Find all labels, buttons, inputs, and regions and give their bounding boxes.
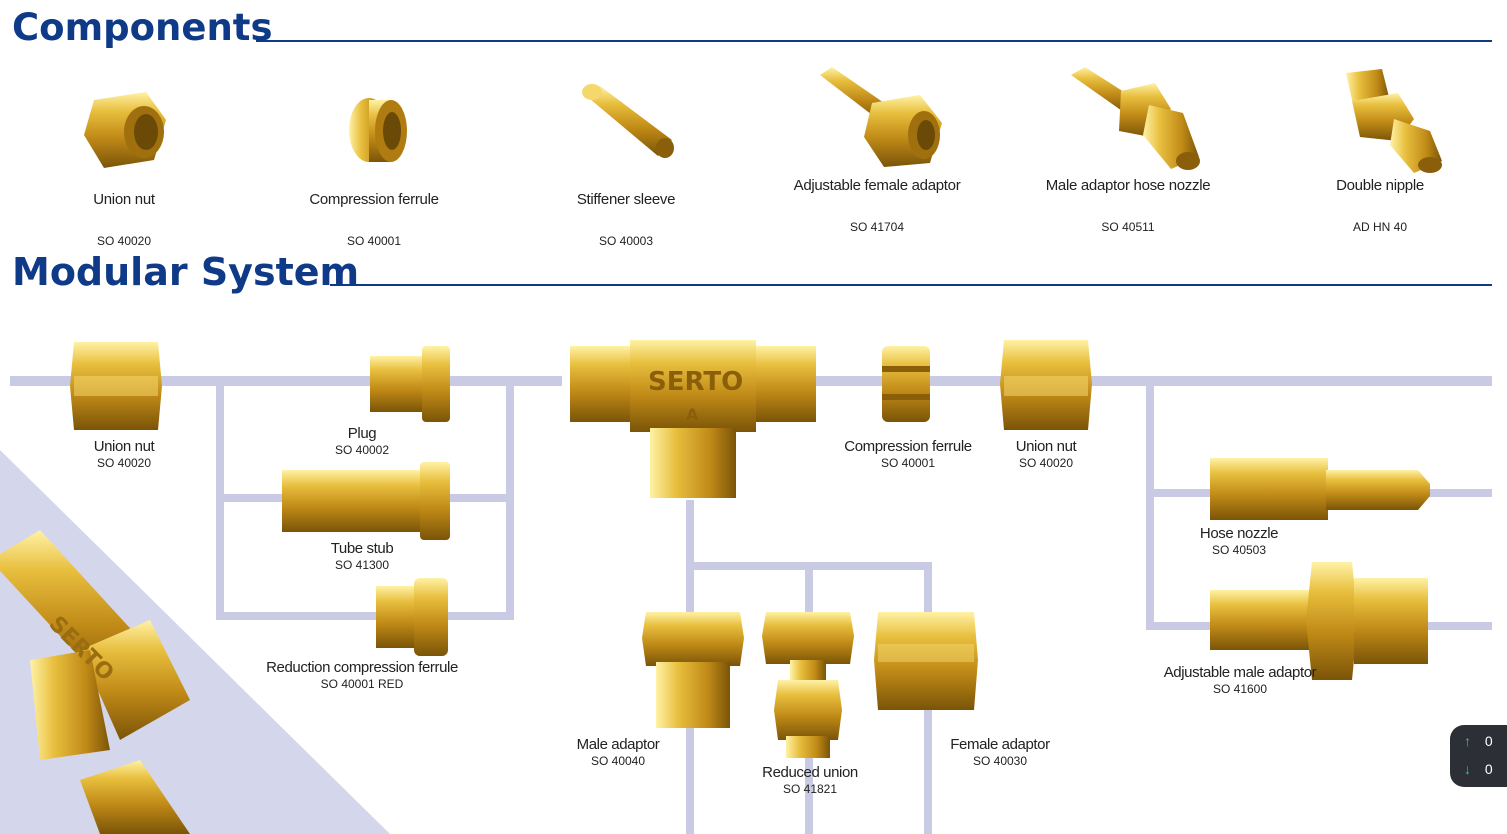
- component-code: SO 40511: [1101, 220, 1155, 234]
- component-code: AD HN 40: [1352, 220, 1408, 234]
- scroll-widget[interactable]: ↑ 0 ↓ 0: [1450, 725, 1507, 787]
- component-compression-ferrule[interactable]: Compression ferrule SO 40001: [274, 80, 474, 248]
- components-rule: [256, 40, 1492, 42]
- modular-system-title: Modular System: [12, 250, 360, 294]
- tee-mark-text: A: [686, 405, 699, 424]
- component-code: SO 40001: [346, 234, 402, 248]
- component-adjustable-female-adaptor[interactable]: Adjustable female adaptor SO 41704: [777, 65, 977, 234]
- component-code: SO 41704: [849, 220, 905, 234]
- label-hose-nozzle: Hose nozzle SO 40503: [1199, 525, 1279, 557]
- label-reduction-ferrule: Reduction compression ferrule SO 40001 R…: [266, 659, 458, 691]
- union-nut-right-icon[interactable]: [996, 336, 1096, 434]
- label-union-nut-right: Union nut SO 40020: [1015, 438, 1077, 470]
- label-union-nut-left: Union nut SO 40020: [93, 438, 155, 470]
- double-nipple-icon: [1346, 69, 1442, 173]
- reduced-union-icon[interactable]: [760, 610, 856, 760]
- component-code: SO 40003: [598, 234, 654, 248]
- ferrule-icon: [349, 98, 407, 162]
- plug-icon[interactable]: [366, 344, 456, 424]
- widget-up-value: 0: [1484, 733, 1493, 749]
- label-compression-ferrule: Compression ferrule SO 40001: [844, 438, 972, 470]
- components-title: Components: [12, 6, 273, 49]
- widget-down-value: 0: [1484, 761, 1493, 777]
- reduction-ferrule-icon[interactable]: [372, 578, 452, 656]
- component-name: Male adaptor hose nozzle: [1045, 177, 1211, 194]
- label-reduced-union: Reduced union SO 41821: [762, 764, 858, 796]
- sleeve-icon: [582, 84, 674, 158]
- widget-up-row: ↑ 0: [1464, 733, 1493, 749]
- union-nut-icon: [84, 92, 166, 168]
- label-plug: Plug SO 40002: [334, 425, 390, 457]
- adjustable-male-adaptor-icon[interactable]: [1208, 558, 1434, 684]
- decorative-tee-background: SERTO: [0, 450, 390, 834]
- component-name: Double nipple: [1336, 177, 1424, 194]
- widget-down-row: ↓ 0: [1464, 761, 1493, 777]
- arrow-down-icon: ↓: [1464, 761, 1471, 777]
- connector-main-right: [816, 376, 1492, 386]
- connector-main-left: [10, 376, 562, 386]
- label-adjustable-male-adaptor: Adjustable male adaptor SO 41600: [1163, 664, 1317, 696]
- component-name: Stiffener sleeve: [576, 191, 676, 208]
- component-name: Union nut: [93, 191, 155, 208]
- label-female-adaptor: Female adaptor SO 40030: [950, 736, 1050, 768]
- arrow-up-icon: ↑: [1464, 733, 1471, 749]
- component-code: SO 40020: [96, 234, 152, 248]
- component-union-nut[interactable]: Union nut SO 40020: [24, 80, 224, 248]
- label-male-adaptor: Male adaptor SO 40040: [576, 736, 660, 768]
- tube-stub-icon[interactable]: [280, 462, 454, 542]
- tee-serto-text: SERTO: [648, 367, 743, 397]
- female-adaptor-icon[interactable]: [872, 608, 980, 714]
- male-adaptor-icon[interactable]: [640, 608, 746, 732]
- component-name: Adjustable female adaptor: [793, 177, 961, 194]
- label-tube-stub: Tube stub SO 41300: [330, 540, 394, 572]
- component-stiffener-sleeve[interactable]: Stiffener sleeve SO 40003: [526, 80, 726, 248]
- compression-ferrule-icon[interactable]: [878, 344, 934, 424]
- connector-right-vertical: [1146, 376, 1154, 630]
- tee-fitting-icon[interactable]: SERTO A: [570, 340, 816, 508]
- component-name: Compression ferrule: [309, 191, 439, 208]
- union-nut-left-icon[interactable]: [66, 336, 166, 436]
- hose-nozzle-icon: [1071, 67, 1200, 170]
- component-male-adaptor-hose-nozzle[interactable]: Male adaptor hose nozzle SO 40511: [1028, 65, 1228, 234]
- component-double-nipple[interactable]: Double nipple AD HN 40: [1280, 65, 1480, 234]
- female-adaptor-icon: [820, 67, 942, 167]
- connector-left-bottom: [216, 612, 514, 620]
- hose-nozzle-part-icon[interactable]: [1208, 456, 1434, 524]
- modular-rule: [330, 284, 1492, 286]
